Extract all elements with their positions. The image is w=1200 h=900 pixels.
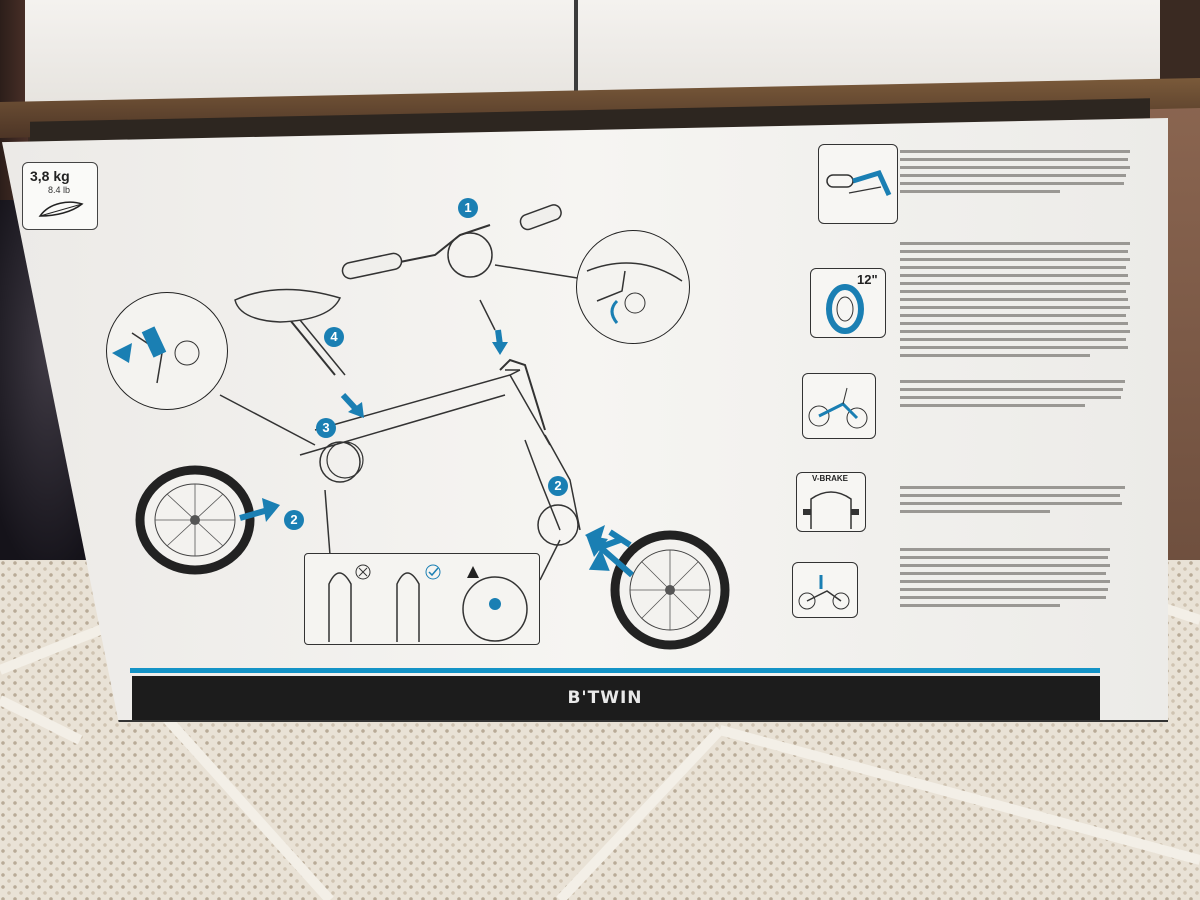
saddle <box>234 288 342 323</box>
check-icon <box>425 564 441 580</box>
multilingual-fine-print <box>900 150 1130 607</box>
v-brake-label: V-BRAKE <box>812 474 849 483</box>
box-side-panel <box>2 118 1168 722</box>
icon-aluminium-frame <box>802 373 876 439</box>
brake-adjustment-panel <box>304 553 540 645</box>
warning-icon <box>467 566 479 578</box>
icon-v-brake <box>796 472 866 532</box>
icon-brake-lever <box>818 144 898 224</box>
step-badge-4: 4 <box>324 327 344 347</box>
weight-kg: 3,8 kg <box>30 168 70 184</box>
front-wheel <box>610 530 730 650</box>
weight-lb: 8.4 lb <box>48 185 71 195</box>
step-badge-3: 3 <box>316 418 336 438</box>
icon-tire <box>810 268 886 338</box>
arrow-icon <box>239 329 632 571</box>
detail-circle-fork-bolt <box>576 230 690 344</box>
black-band <box>132 676 1100 720</box>
rear-wheel <box>135 465 255 575</box>
arrow-icon <box>586 535 634 578</box>
weight-badge <box>22 162 98 230</box>
tire-size-label: 12" <box>857 272 878 287</box>
cross-icon <box>355 564 371 580</box>
step-badge-2-front: 2 <box>548 476 568 496</box>
step-badge-2-rear: 2 <box>284 510 304 530</box>
detail-circle-seat-clamp <box>106 292 228 410</box>
icon-seat-height <box>792 562 858 618</box>
brand-logo: B'TWIN <box>567 688 643 708</box>
wardrobe-gap <box>574 0 578 108</box>
feather-icon <box>38 201 84 217</box>
assembly-illustration <box>135 204 730 650</box>
blue-stripe <box>130 668 1100 673</box>
step-badge-1: 1 <box>458 198 478 218</box>
